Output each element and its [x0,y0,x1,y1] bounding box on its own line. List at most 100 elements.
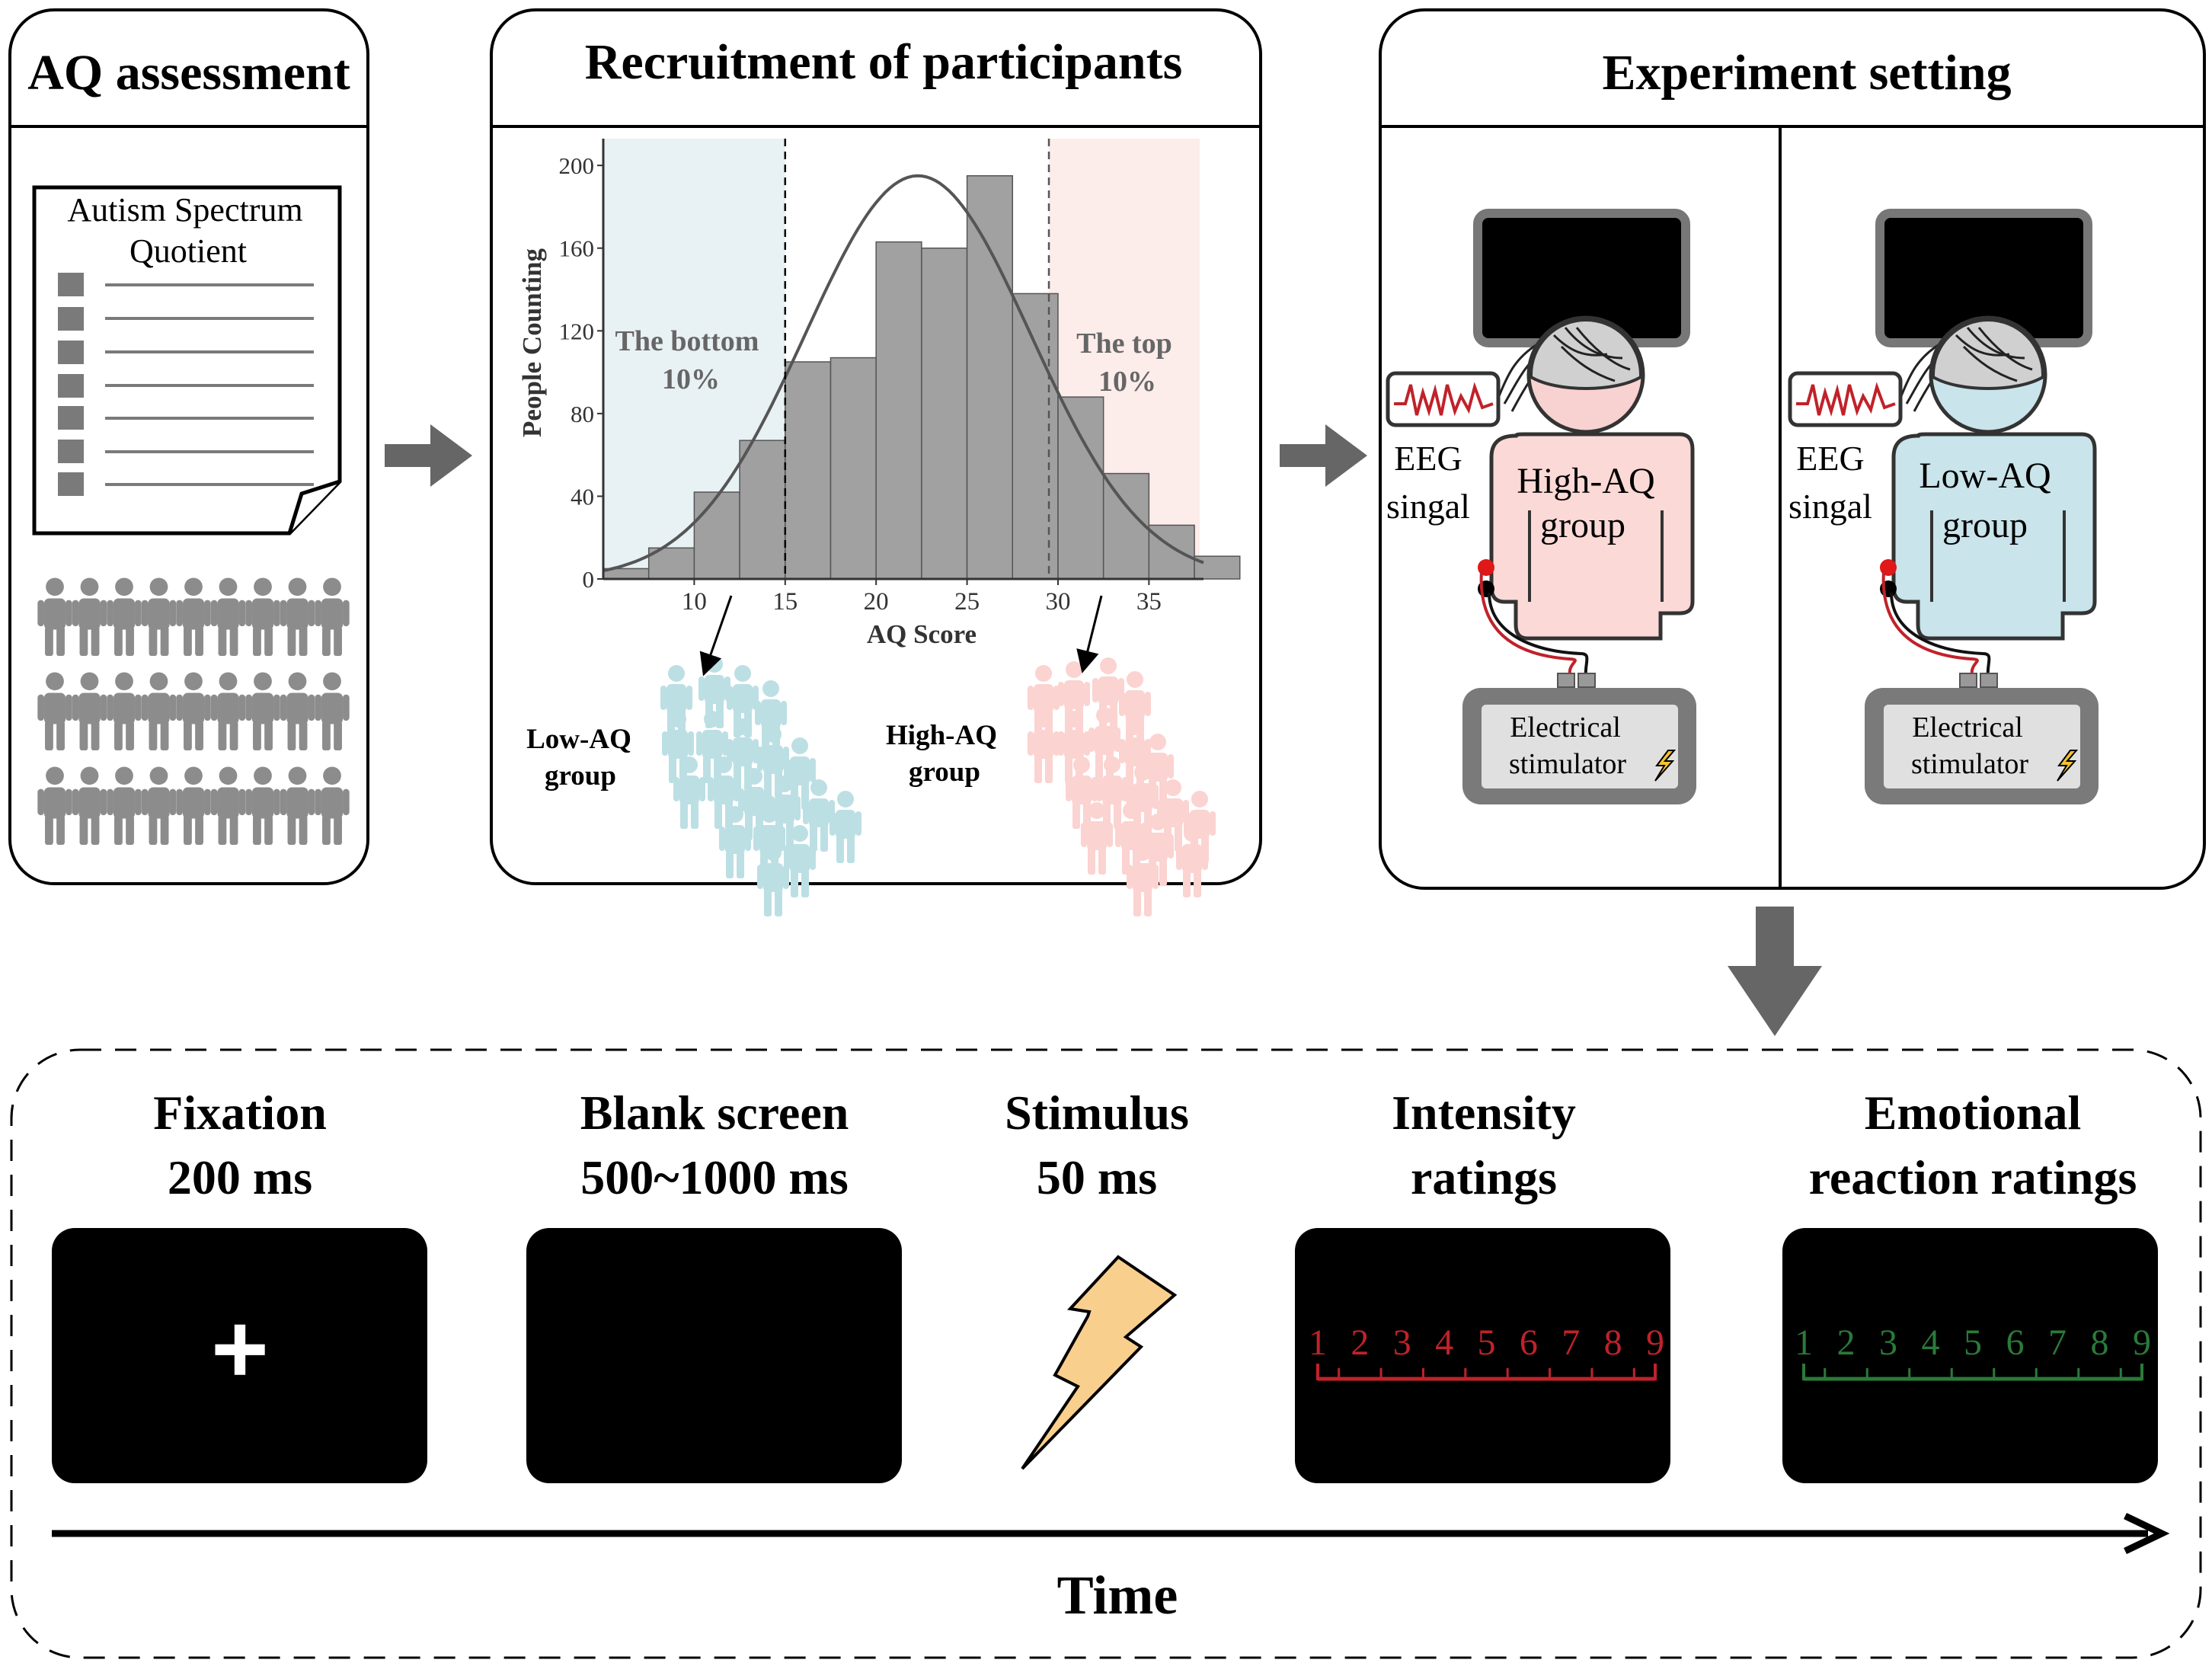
scale-number: 5 [1478,1322,1496,1363]
low-group-pointer-arrow [699,595,733,676]
aq-assessment-title: AQ assessment [27,45,350,101]
y-tick-label: 160 [559,235,595,262]
x-tick-label: 15 [772,588,798,616]
low-aq-group-label-line2: group [545,760,616,792]
histogram-bar [739,440,786,580]
scale-number: 4 [1435,1322,1453,1363]
step-title-emotional: Emotional [1865,1086,2081,1140]
high-aq-setup: EEG singal High-AQ group Electrical stim… [1386,209,1696,804]
participant-group-line2: group [1540,505,1625,545]
stimulator-label-line2: stimulator [1911,748,2028,780]
questionnaire-document: Autism Spectrum Quotient [32,185,342,536]
y-axis-label: People Counting [517,248,547,437]
person-icon [141,672,177,751]
participant-group-line1: Low-AQ [1919,456,2051,496]
histogram-bar [785,361,832,580]
high-aq-group-label-line2: group [909,756,980,788]
person-icon [210,672,246,751]
person-icon [1028,711,1060,783]
stimulator-label-line2: stimulator [1509,748,1626,780]
scale-number: 4 [1922,1322,1940,1363]
step-title-fixation: Fixation [153,1086,327,1140]
person-icon [280,766,315,846]
person-icon [245,577,280,657]
experiment-setting-panel: Experiment setting EEG singal High-AQ gr… [1379,8,2206,890]
low-aq-group-label-line1: Low-AQ [526,724,631,755]
high-aq-group-label-line1: High-AQ [886,720,997,751]
bottom-10pct-label-line1: The bottom [615,325,759,357]
step-title-stimulus: Stimulus [1005,1086,1189,1140]
person-icon [245,766,280,846]
eeg-label-line1: EEG [1796,439,1864,478]
aq-assessment-panel: AQ assessment Autism Spectrum Quotient [8,8,369,885]
person-icon [210,766,246,846]
person-icon [673,756,705,829]
scale-number: 7 [2048,1322,2067,1363]
scale-number: 6 [2006,1322,2025,1363]
person-icon [176,672,211,751]
person-icon [37,577,72,657]
scale-number: 3 [1393,1322,1411,1363]
scale-number: 7 [1562,1322,1580,1363]
y-tick-label: 0 [583,566,595,593]
scale-number: 5 [1964,1322,1982,1363]
step-title-intensity: Intensity [1392,1086,1576,1140]
person-icon [245,672,280,751]
trial-timeline-panel: Fixation 200 ms Blank screen 500~1000 ms… [10,1048,2202,1659]
histogram-bar [1057,396,1104,580]
scale-number: 2 [1351,1322,1369,1363]
scale-number: 9 [1646,1322,1664,1363]
participant-pool-people [37,577,350,846]
right-arrow-1 [385,424,472,487]
person-icon [176,577,211,657]
questionnaire-items [58,273,314,496]
scale-number: 9 [2133,1322,2151,1363]
y-tick-label: 120 [559,318,595,344]
step-title-blank: Blank screen [580,1086,849,1140]
histogram-bar [693,491,740,580]
y-tick-label: 80 [571,401,594,427]
person-icon [280,672,315,751]
lightning-icon [2057,750,2079,782]
histogram-bar [1012,293,1059,580]
intensity-rating-screen [1295,1228,1670,1483]
x-axis-label: AQ Score [867,619,977,649]
y-tick-label: 200 [559,152,595,179]
top-10pct-label-line2: 10% [1098,366,1156,398]
x-tick-label: 10 [682,588,707,616]
stimulus-lightning-icon [1021,1255,1178,1470]
step-duration-fixation: 200 ms [168,1150,312,1204]
histogram-bar [966,174,1014,580]
questionnaire-title-line1: Autism Spectrum [67,191,302,229]
experiment-setting-title: Experiment setting [1602,45,2011,101]
scale-number: 3 [1879,1322,1897,1363]
down-arrow [1728,907,1822,1036]
scale-number: 8 [1604,1322,1622,1363]
right-arrow-2 [1280,424,1367,487]
step-subtitle-emotional: reaction ratings [1809,1150,2137,1204]
top-10pct-label-line1: The top [1076,328,1172,360]
participant-group-line1: High-AQ [1517,461,1654,501]
stimulator-label-line1: Electrical [1912,712,2023,744]
eeg-label-line2: singal [1788,487,1872,526]
person-icon [72,577,107,657]
scale-number: 6 [1520,1322,1538,1363]
histogram-bar [875,241,922,580]
time-label: Time [1057,1565,1178,1626]
eeg-waveform [1394,382,1494,417]
person-icon [315,577,350,657]
histogram-bar [830,357,877,580]
participant-group-line2: group [1942,505,2028,545]
y-tick-label: 40 [571,483,594,510]
person-icon [141,577,177,657]
recruitment-title: Recruitment of participants [585,34,1183,90]
person-icon [315,672,350,751]
fixation-screen [52,1228,427,1483]
person-icon [72,766,107,846]
step-duration-blank: 500~1000 ms [580,1150,849,1204]
person-icon [107,672,142,751]
scale-number: 1 [1309,1322,1327,1363]
